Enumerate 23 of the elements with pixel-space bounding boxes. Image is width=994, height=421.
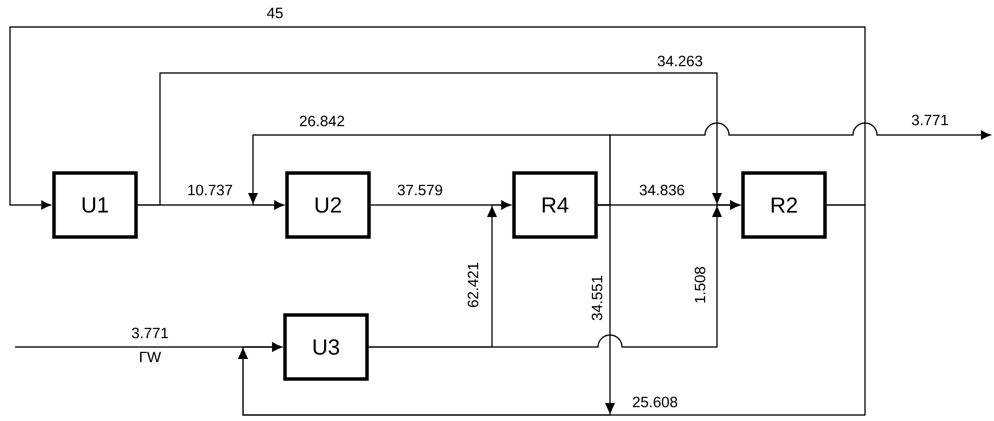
process-box: U1 <box>52 171 138 239</box>
edge-label: 62.421 <box>466 261 480 309</box>
process-box: U2 <box>285 171 371 239</box>
process-box: R4 <box>512 171 598 239</box>
edge-label: 45 <box>266 6 284 20</box>
flow-arrow <box>9 26 866 210</box>
edge-label: 37.579 <box>396 184 444 196</box>
edge-label: 34.551 <box>590 274 604 322</box>
flow-arrow <box>368 200 740 348</box>
edge-label: 10.737 <box>186 184 234 196</box>
process-box: R2 <box>741 171 827 239</box>
edge-label: 26.842 <box>298 114 346 128</box>
stream-label: ГW <box>140 352 162 362</box>
process-box: U3 <box>283 313 369 381</box>
edge-label: 3.771 <box>130 326 170 340</box>
flow-arrow <box>248 134 611 210</box>
edge-label: 34.836 <box>638 184 686 196</box>
edge-label: 25.608 <box>631 396 679 408</box>
flow-arrow <box>15 342 282 352</box>
edge-label: 34.263 <box>656 54 704 68</box>
edge-label: 1.508 <box>694 265 706 305</box>
edge-label: 3.771 <box>910 114 950 126</box>
flow-arrow <box>238 204 866 416</box>
